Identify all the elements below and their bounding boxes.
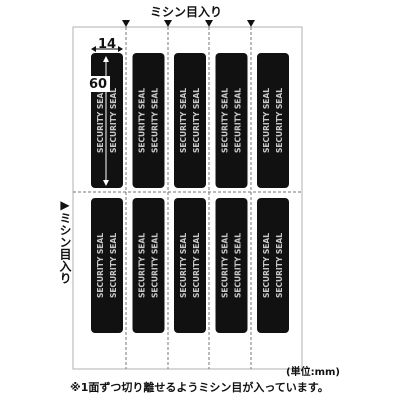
security-seal: SECURITY SEAL SECURITY SEAL (215, 53, 248, 188)
height-arrow-bottom (103, 180, 109, 186)
seal-text: SECURITY SEAL (275, 233, 284, 298)
seal-text: SECURITY SEAL (179, 88, 188, 153)
dimension-marks (88, 46, 123, 186)
seal-text: SECURITY SEAL (192, 88, 201, 153)
seal-body (132, 198, 165, 333)
height-arrow-top (103, 56, 109, 62)
width-dimension-label: 14 (98, 37, 117, 52)
seal-text: SECURITY SEAL (138, 233, 147, 298)
height-label-backing (88, 76, 110, 92)
security-seal: SECURITY SEAL SECURITY SEAL (91, 53, 123, 188)
unit-note: (単位:mm) (286, 367, 340, 378)
security-seal: SECURITY SEAL SECURITY SEAL (174, 198, 206, 333)
seal-body (174, 198, 206, 333)
seal-text: SECURITY SEAL (109, 88, 118, 153)
seal-text: SECURITY SEAL (234, 88, 243, 153)
seal-text: SECURITY SEAL (275, 88, 284, 153)
seal-text: SECURITY SEAL (262, 88, 271, 153)
seal-text: SECURITY SEAL (192, 233, 201, 298)
seal-body (257, 198, 289, 333)
perforation-arrow-down (247, 20, 255, 27)
seal-body (174, 53, 206, 188)
seal-text: SECURITY SEAL (138, 88, 147, 153)
perforation-arrow-down (205, 20, 213, 27)
perforation-top-label: ミシン目入り (150, 5, 223, 19)
perforation-markers (122, 20, 255, 27)
seal-body (132, 53, 165, 188)
security-seal: SECURITY SEAL SECURITY SEAL (132, 198, 165, 333)
seal-body (215, 53, 248, 188)
seal-body (215, 198, 248, 333)
width-arrow-left (91, 46, 96, 52)
footnote: ※1面ずつ切り離せるようミシン目が入っています。 (70, 381, 329, 394)
seal-text: SECURITY SEAL (221, 233, 230, 298)
seal-text: SECURITY SEAL (234, 233, 243, 298)
security-seal: SECURITY SEAL SECURITY SEAL (257, 198, 289, 333)
seal-text: SECURITY SEAL (109, 233, 118, 298)
perforation-lines (73, 27, 302, 369)
security-seal: SECURITY SEAL SECURITY SEAL (174, 53, 206, 188)
seal-text: SECURITY SEAL (221, 88, 230, 153)
height-dimension-label: 60 (89, 77, 108, 92)
seal-text: SECURITY SEAL (96, 233, 105, 298)
seal-body (257, 53, 289, 188)
perforation-arrow-down (122, 20, 130, 27)
seal-text: SECURITY SEAL (96, 88, 105, 153)
seal-text: SECURITY SEAL (179, 233, 188, 298)
perforation-arrow-down (164, 20, 172, 27)
perforation-left-label: ▶ミシン目入り (58, 198, 72, 284)
security-seal: SECURITY SEAL SECURITY SEAL (132, 53, 165, 188)
seal-body (91, 198, 123, 333)
seal-text: SECURITY SEAL (262, 233, 271, 298)
security-seal: SECURITY SEAL SECURITY SEAL (215, 198, 248, 333)
security-seal: SECURITY SEAL SECURITY SEAL (257, 53, 289, 188)
seal-text: SECURITY SEAL (151, 88, 160, 153)
width-arrow-right (118, 46, 123, 52)
security-seal: SECURITY SEAL SECURITY SEAL (91, 198, 123, 333)
seal-text: SECURITY SEAL (151, 233, 160, 298)
